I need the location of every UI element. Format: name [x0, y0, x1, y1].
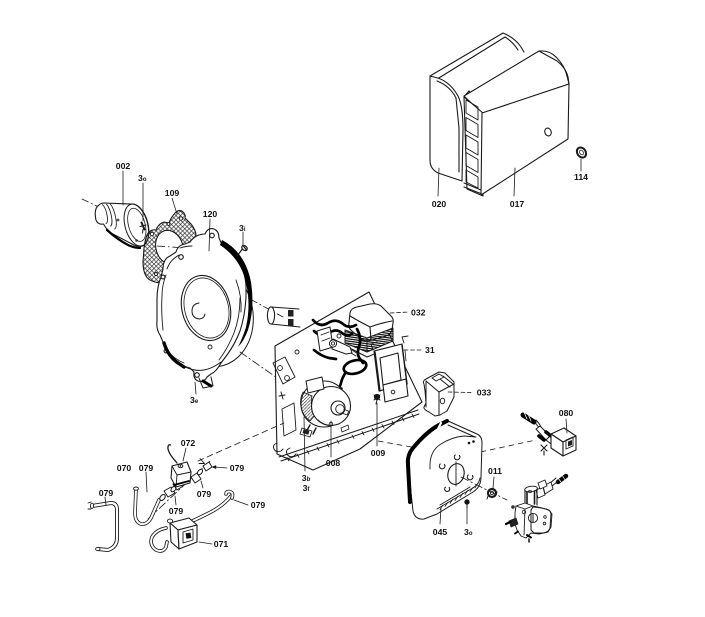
svg-text:017: 017 [510, 199, 525, 209]
svg-text:3o: 3o [138, 173, 147, 183]
svg-text:3e: 3e [190, 395, 199, 405]
svg-text:080: 080 [559, 408, 574, 418]
svg-text:079: 079 [99, 488, 114, 498]
svg-text:070: 070 [117, 463, 132, 473]
svg-text:114: 114 [574, 172, 588, 182]
svg-text:31: 31 [425, 345, 435, 355]
svg-text:033: 033 [477, 388, 492, 398]
svg-text:011: 011 [488, 466, 502, 476]
svg-text:3f: 3f [303, 483, 311, 493]
svg-text:020: 020 [432, 199, 447, 209]
svg-text:071: 071 [214, 539, 229, 549]
svg-text:045: 045 [433, 527, 448, 537]
svg-text:079: 079 [251, 500, 266, 510]
svg-text:032: 032 [411, 308, 426, 318]
svg-text:079: 079 [139, 463, 154, 473]
svg-text:079: 079 [169, 506, 184, 516]
svg-text:008: 008 [326, 458, 341, 468]
svg-text:3o: 3o [464, 527, 473, 537]
svg-text:079: 079 [197, 489, 212, 499]
svg-text:072: 072 [181, 438, 196, 448]
svg-text:109: 109 [165, 188, 180, 198]
svg-text:120: 120 [203, 209, 218, 219]
svg-text:002: 002 [116, 161, 131, 171]
svg-text:009: 009 [371, 448, 386, 458]
svg-text:079: 079 [230, 463, 245, 473]
svg-text:3b: 3b [302, 473, 311, 483]
svg-text:3i: 3i [239, 223, 246, 233]
